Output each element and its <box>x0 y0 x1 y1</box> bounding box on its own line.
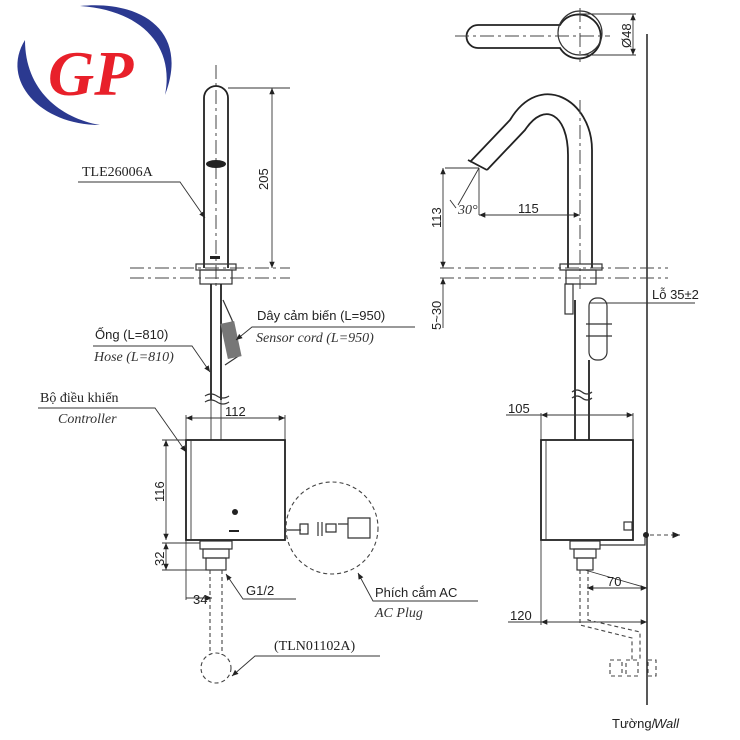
dim-205: 205 <box>256 168 271 190</box>
spout-front <box>203 85 229 268</box>
logo-text: GP <box>48 38 134 109</box>
controller-label-vi: Bộ điều khiển <box>40 391 119 406</box>
model-label: TLE26006A <box>82 165 154 180</box>
wall-label-vi: Tường/ <box>612 716 656 731</box>
hole-label: Lỗ 35±2 <box>652 287 699 302</box>
gp-logo: GP <box>17 5 172 125</box>
thread-label: G1/2 <box>246 583 274 598</box>
dim-32: 32 <box>152 552 167 566</box>
sensor-cord-label-en: Sensor cord (L=950) <box>256 331 374 346</box>
dim-116: 116 <box>152 481 167 502</box>
hose-label-vi: Ống (L=810) <box>95 327 168 342</box>
dim-120: 120 <box>510 608 532 623</box>
dim-112: 112 <box>225 404 246 419</box>
ac-plug-label-vi: Phích cắm AC <box>375 585 457 600</box>
dim-angle-30: 30° <box>457 203 478 218</box>
sensor-cord-bundle <box>220 320 242 360</box>
dim-105: 105 <box>508 401 530 416</box>
controller-box-front <box>185 439 286 541</box>
angle-valve <box>609 659 623 677</box>
spout-side-outer <box>469 93 593 268</box>
dim-70: 70 <box>607 574 621 589</box>
hose-label-en: Hose (L=810) <box>93 350 174 365</box>
wall-label-en: Wall <box>654 716 680 731</box>
dim-5-30: 5~30 <box>429 301 444 330</box>
sensor-window <box>206 160 226 168</box>
front-view: 205 TLE26006A Dây cảm biến (L=950) Senso… <box>38 65 478 684</box>
ac-plug-label-en: AC Plug <box>374 606 423 621</box>
sensor-cord-loop <box>588 297 608 361</box>
dim-diameter-48: Ø48 <box>619 23 634 48</box>
dim-113: 113 <box>429 207 444 228</box>
ac-plug-detail-circle <box>285 481 379 575</box>
dim-34: 34 <box>193 592 207 607</box>
side-view: Ø48 Tường/ Wall 113 30° 115 5~30 Lỗ 35±2 <box>429 8 699 731</box>
valve-detail-circle <box>200 652 232 684</box>
valve-label: (TLN01102A) <box>274 639 355 654</box>
dim-115: 115 <box>518 201 539 216</box>
controller-box-side <box>540 439 634 541</box>
sensor-cord-label-vi: Dây cảm biến (L=950) <box>257 308 385 323</box>
controller-label-en: Controller <box>58 412 117 427</box>
